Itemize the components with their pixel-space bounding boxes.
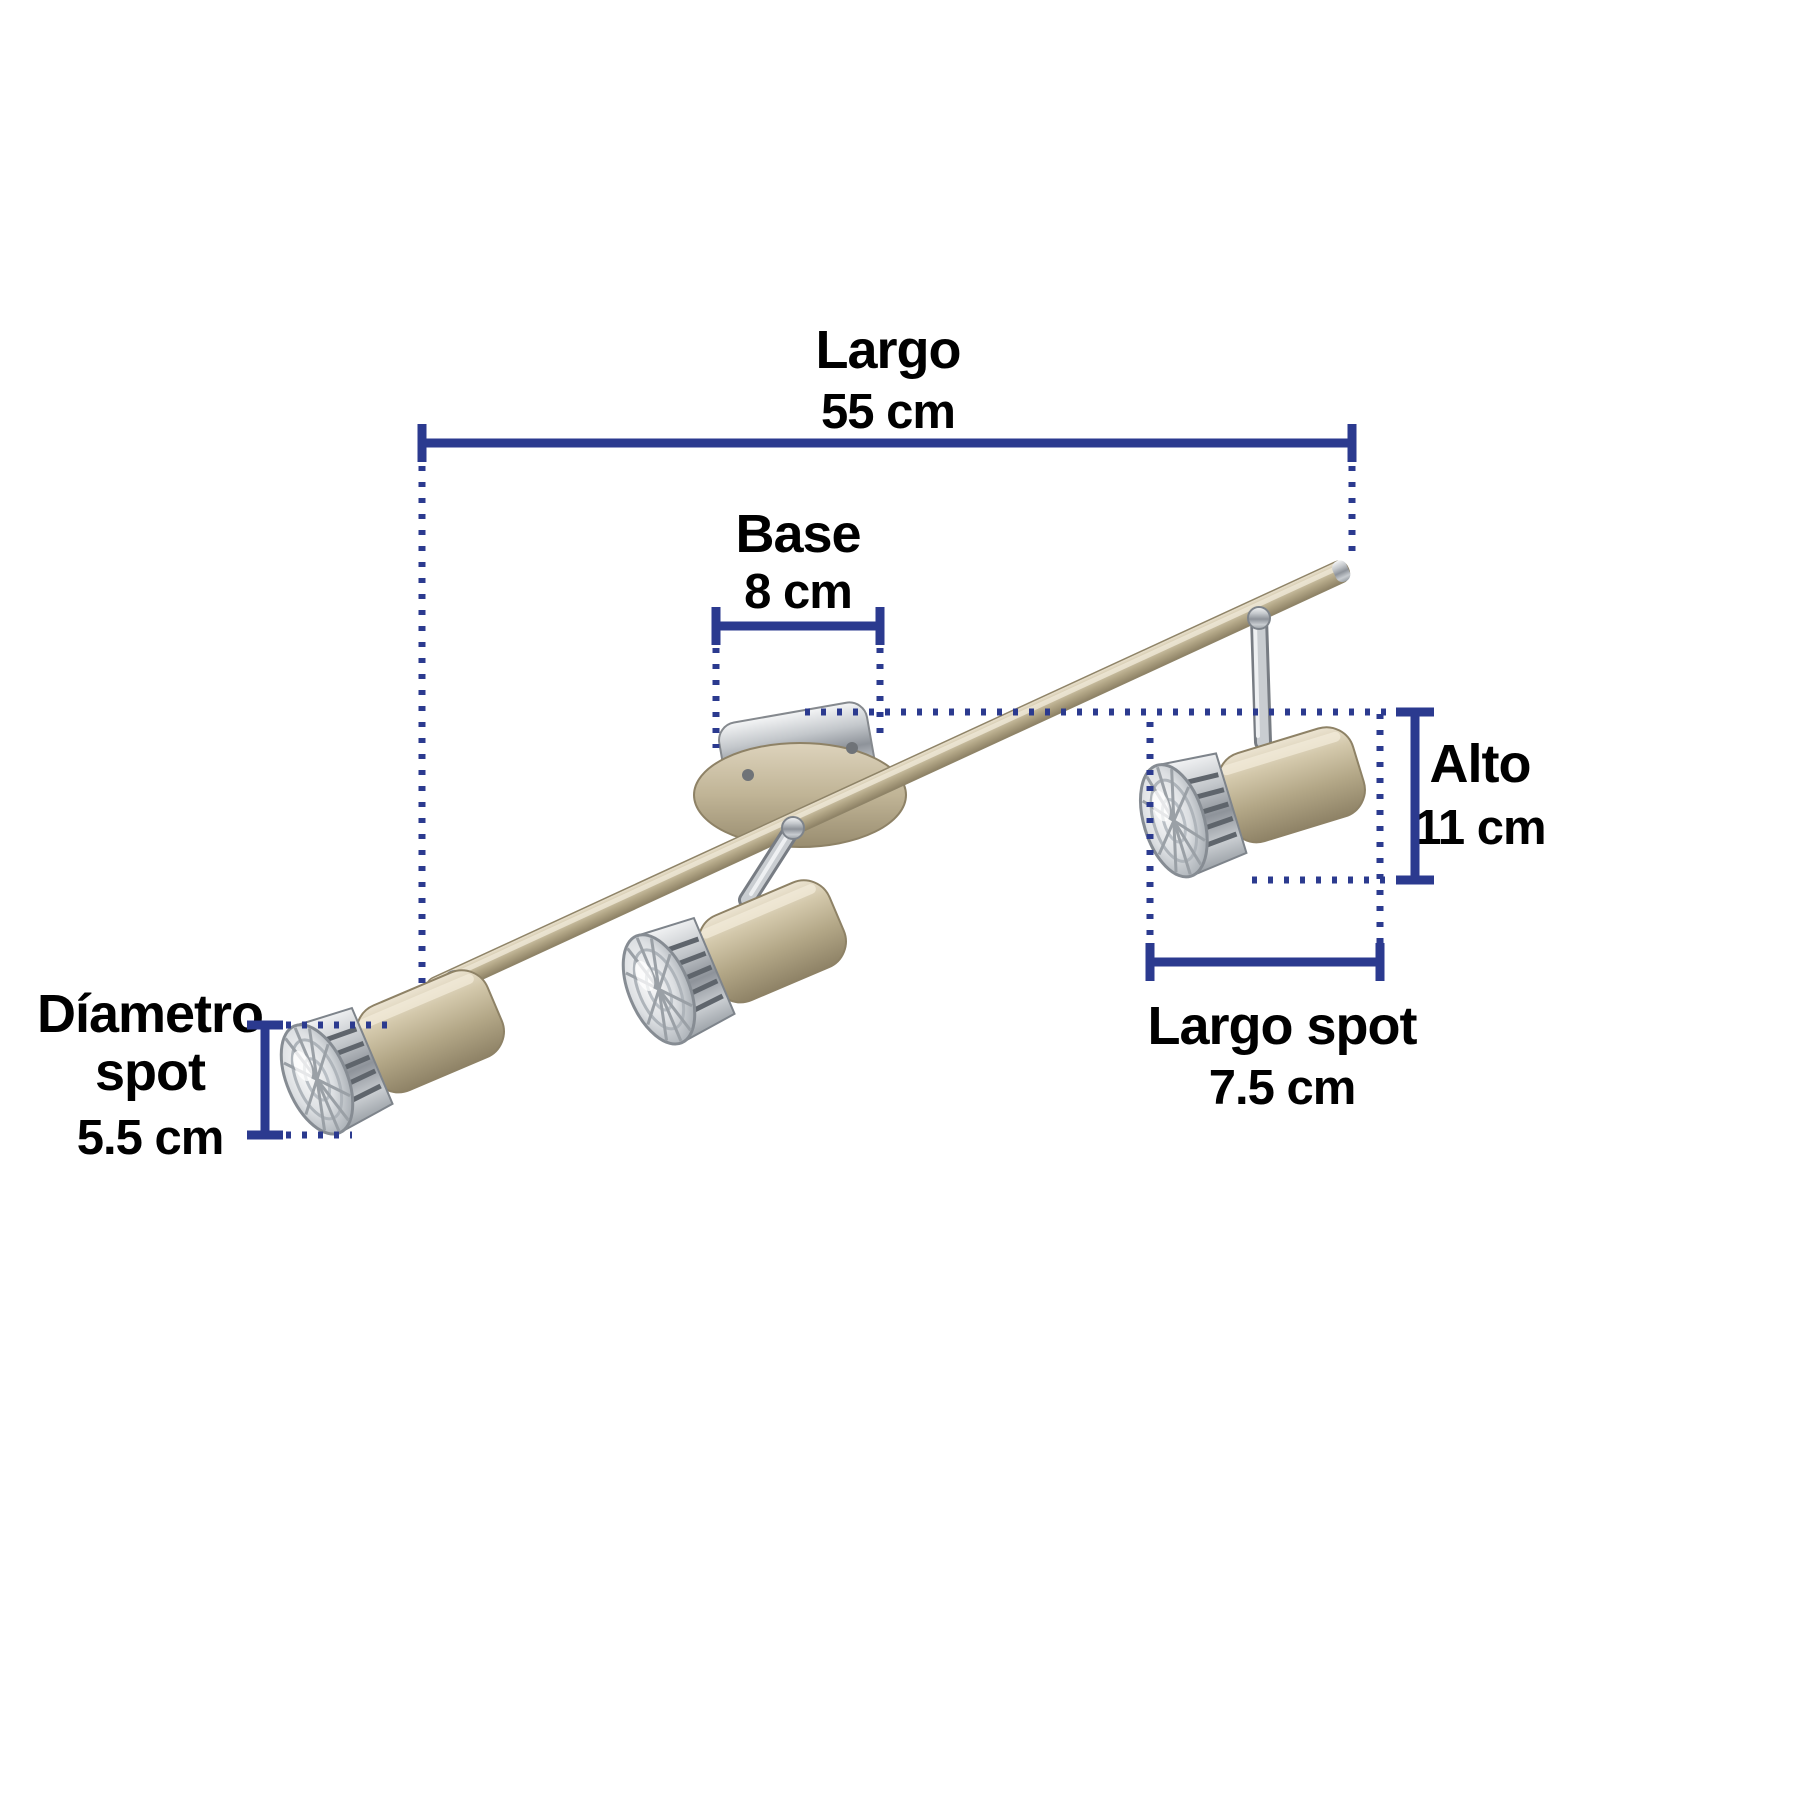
largo-spot-value: 7.5 cm — [1209, 1061, 1356, 1115]
largo-label: Largo — [815, 320, 960, 380]
mount-screw — [742, 769, 754, 781]
base-value: 8 cm — [744, 565, 852, 619]
alto-label: Alto — [1430, 734, 1531, 794]
spotlight-right — [1128, 606, 1375, 885]
dimension-base: Base 8 cm — [711, 504, 885, 748]
base-label: Base — [735, 504, 860, 564]
spotlight-center — [609, 816, 860, 1054]
mount-screw — [846, 742, 858, 754]
dimension-largo-spot: Largo spot 7.5 cm — [1145, 714, 1419, 1115]
fixture — [267, 560, 1376, 1145]
track-bar — [425, 560, 1351, 1000]
ceiling-mount — [693, 701, 907, 848]
diametro-spot-label-line2: spot — [95, 1042, 206, 1102]
dimension-alto: Alto 11 cm — [805, 707, 1547, 885]
largo-spot-label: Largo spot — [1148, 996, 1418, 1056]
diametro-spot-label-line1: Díametro — [37, 984, 263, 1044]
largo-value: 55 cm — [821, 385, 955, 439]
mount-plate — [693, 742, 907, 848]
spotlight-left — [267, 951, 518, 1145]
spotlight-right-arm — [1247, 606, 1272, 751]
spotlight-center-arm — [738, 816, 805, 909]
spotlight-left-head — [267, 951, 518, 1145]
alto-value: 11 cm — [1414, 801, 1545, 855]
dimension-diametro-spot: Díametro spot 5.5 cm — [37, 984, 388, 1165]
diametro-spot-value: 5.5 cm — [77, 1111, 224, 1165]
spotlight-right-head — [1128, 709, 1375, 885]
dimension-largo: Largo 55 cm — [417, 320, 1357, 985]
